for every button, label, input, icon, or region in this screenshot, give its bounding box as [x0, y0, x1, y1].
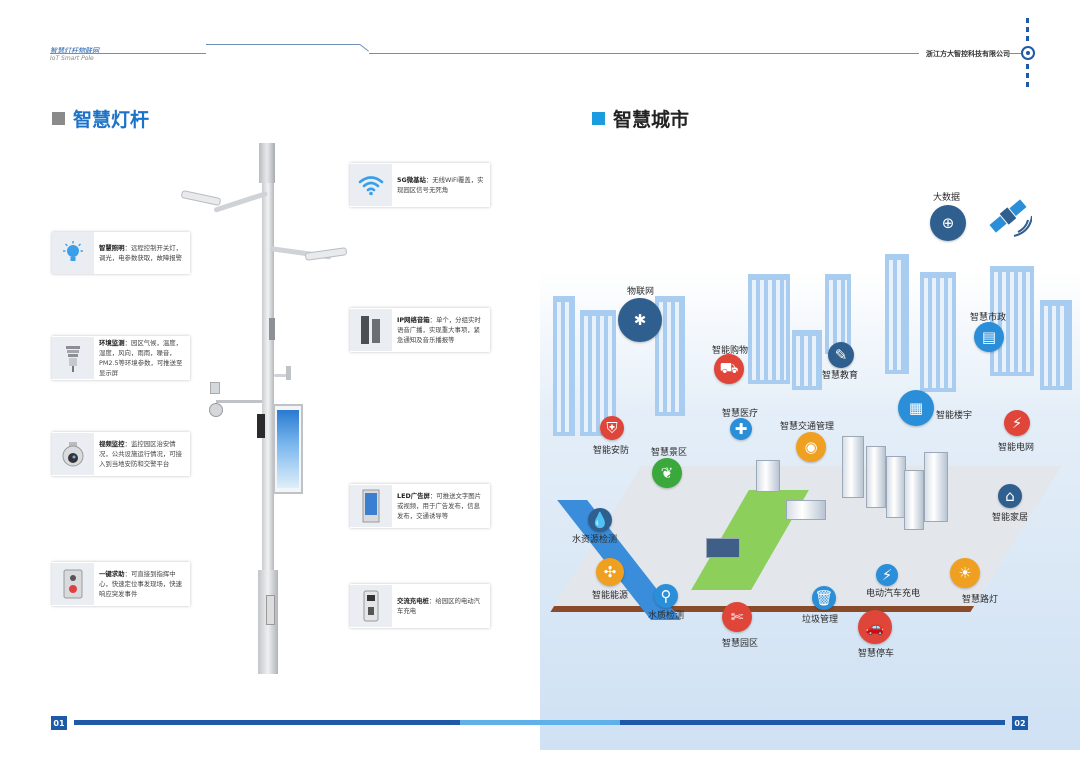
pole-shaft [262, 162, 274, 672]
traffic-camera-icon: ◉ [796, 432, 826, 462]
lightbulb-icon [52, 232, 94, 274]
weather-station-icon [52, 337, 94, 379]
footer-bar-right [620, 720, 1005, 725]
label-smart-traffic: 智慧交通管理 [780, 422, 835, 432]
page-number-left: 01 [51, 716, 67, 730]
environment-sensor [210, 382, 220, 394]
label-smart-municipal: 智慧市政 [970, 313, 1007, 323]
feature-smart-lighting: 智慧照明：远程控制开关灯，调光，电参数获取，故障报警 [52, 232, 190, 274]
right-section-title: 智慧城市 [592, 105, 689, 132]
header-dots-bottom [1026, 64, 1029, 87]
label-smart-shopping: 智能购物 [712, 346, 749, 356]
footer-bar-middle [460, 720, 620, 725]
label-big-data: 大数据 [933, 193, 961, 203]
header-category: 智慧灯杆物联网 [50, 47, 99, 55]
feature-ac-charger: 交流充电桩：给园区的电动汽车充电 [350, 584, 490, 628]
feature-5g-micro-station: 5G微基站：无线WiFi覆盖，实现园区信号无死角 [350, 163, 490, 207]
faucet-icon: ⚲ [654, 584, 678, 608]
ev-charger-port [266, 595, 275, 625]
page-number-right: 02 [1012, 716, 1028, 730]
sos-call-box [257, 414, 265, 438]
left-section-title: 智慧灯杆 [52, 105, 149, 132]
leaf-icon: ❦ [652, 458, 682, 488]
header-dots-top [1026, 18, 1029, 41]
feature-led-ad-screen: LED广告屏：可推送文字图片或视频，用于广告发布，信息发布，交通诱导等 [350, 484, 490, 528]
label-smart-streetlight: 智慧路灯 [962, 595, 999, 605]
folder-icon: ▤ [974, 322, 1004, 352]
led-ad-screen [273, 404, 303, 494]
shield-icon: ⛨ [600, 416, 624, 440]
trash-icon: 🗑 [812, 586, 836, 610]
header-rule-right [369, 53, 919, 54]
label-smart-medical: 智慧医疗 [722, 409, 759, 419]
target-icon [1021, 46, 1035, 60]
header-subtitle: IoT Smart Pole [50, 55, 94, 62]
home-icon: ⌂ [998, 484, 1022, 508]
label-garbage-management: 垃圾管理 [802, 615, 839, 625]
cart-icon: ⛟ [714, 354, 744, 384]
header-rule-left [50, 53, 206, 54]
label-smart-scenic: 智慧景区 [651, 448, 688, 458]
label-water-quality: 水质检测 [648, 611, 685, 621]
feature-environment-monitoring: 环境监测：园区气候，温度，湿度，风向，雨雨，噪音，PM2.5等环境参数，可推送至… [52, 336, 190, 380]
header-rule-end [1004, 53, 1021, 54]
dome-camera-icon [52, 433, 94, 475]
label-smart-grid: 智能电网 [998, 443, 1035, 453]
water-drop-icon: 💧 [588, 508, 612, 532]
sos-button-icon [52, 563, 94, 605]
lamp-head-upper [180, 189, 222, 207]
label-smart-building: 智能楼宇 [936, 411, 973, 421]
feature-ip-speaker: IP网络音箱：单个，分组实时语音广播，实现重大事项，紧急通知及音乐播报等 [350, 308, 490, 352]
header-rule-raised [206, 44, 360, 45]
satellite-icon [984, 192, 1033, 244]
car-icon: 🚗 [858, 610, 892, 644]
label-iot: 物联网 [627, 287, 655, 297]
header-company: 浙江方大智控科技有限公司 [926, 50, 1010, 58]
label-smart-parking: 智慧停车 [858, 649, 895, 659]
sensor-arm [274, 374, 288, 377]
power-tower-icon: ⚡ [1004, 410, 1030, 436]
charging-pile-icon [350, 585, 392, 627]
label-smart-home: 智能家居 [992, 513, 1029, 523]
camera-arm [216, 400, 262, 403]
wifi-icon [350, 164, 392, 206]
label-ev-charging: 电动汽车充电 [866, 589, 921, 599]
pole-top-5g-unit [259, 143, 275, 183]
title-square-icon [52, 112, 65, 125]
footer-bar-left [74, 720, 460, 725]
globe-icon: ⊕ [930, 205, 966, 241]
tools-icon: ✄ [722, 602, 752, 632]
network-icon: ✱ [618, 298, 662, 342]
label-smart-education: 智慧教育 [822, 371, 859, 381]
header-rule-slant [359, 44, 369, 52]
feature-video-surveillance: 视频监控：监控园区治安情况，公共设施运行情况，可接入到当地安防和交警平台 [52, 432, 190, 476]
building-icon: ▦ [898, 390, 934, 426]
ev-charger-icon: ⚡ [876, 564, 898, 586]
dome-camera [209, 403, 223, 417]
medical-kit-icon: ✚ [730, 418, 752, 440]
ip-speaker [269, 318, 275, 340]
label-smart-energy: 智能能源 [592, 591, 629, 601]
feature-one-key-help: 一键求助：可直接到指挥中心，快速定位事发现场，快速响应突发事件 [52, 562, 190, 606]
title-square-icon [592, 112, 605, 125]
label-smart-security: 智能安防 [593, 446, 630, 456]
label-water-resource: 水资源检测 [572, 535, 618, 545]
speaker-icon [350, 309, 392, 351]
label-smart-park: 智慧园区 [722, 639, 759, 649]
antenna [286, 366, 291, 380]
display-screen-icon [350, 485, 392, 527]
lightbulb-icon: ☀ [950, 558, 980, 588]
windmill-icon: ✣ [596, 558, 624, 586]
pole-arm-upper [213, 190, 269, 213]
graduation-cap-icon: ✎ [828, 342, 854, 368]
